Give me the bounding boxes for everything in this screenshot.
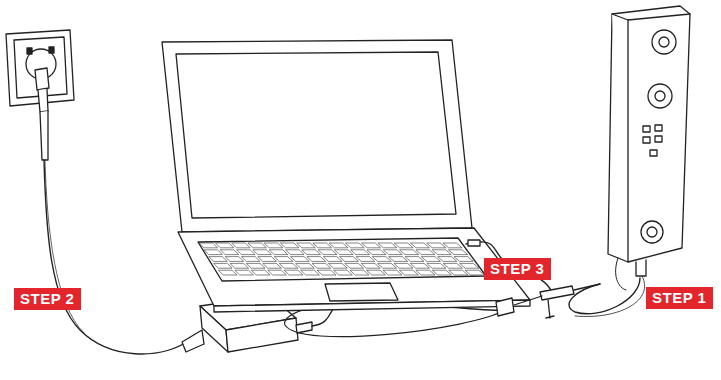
key [444,263,463,268]
key [454,257,473,262]
key [237,250,255,255]
key [324,257,342,262]
key [330,243,348,248]
key [400,250,419,255]
key [350,270,369,275]
key [219,270,237,275]
step-text: STEP 1 [652,289,707,307]
mains-cable [44,160,190,354]
key [232,243,250,248]
key [270,250,288,255]
key [378,243,397,248]
key [438,257,457,262]
key [317,270,335,275]
key [378,263,397,268]
key [466,270,485,275]
key [405,257,424,262]
key [258,257,276,262]
key [449,270,468,275]
key [395,243,414,248]
key [216,243,234,248]
laptop [162,40,530,312]
key [400,270,419,275]
key [268,270,286,275]
key [362,243,380,248]
key [443,243,462,248]
key [334,270,352,275]
key [340,257,358,262]
step-text: STEP 3 [490,260,545,278]
key [389,257,408,262]
key [281,243,299,248]
key [253,250,271,255]
key [221,250,239,255]
key [285,270,303,275]
step-label: STEP 2 [14,288,81,310]
key [226,257,244,262]
key [433,250,452,255]
key [416,270,435,275]
step-label: STEP 1 [646,287,713,309]
key [200,243,218,248]
key [301,270,319,275]
key [427,263,446,268]
key [209,257,227,262]
key [312,263,330,268]
key [449,250,468,255]
key [367,250,386,255]
key [302,250,320,255]
step-text: STEP 2 [20,290,75,308]
key [230,263,248,268]
key [252,270,270,275]
handheld-device [608,6,690,290]
key [235,270,253,275]
key [307,257,325,262]
key [204,250,222,255]
key [247,263,265,268]
key [460,263,479,268]
key [286,250,304,255]
key [346,243,364,248]
key [318,250,336,255]
key [383,270,402,275]
key [296,263,314,268]
key [280,263,298,268]
key [427,243,446,248]
key [242,257,260,262]
key [263,263,281,268]
key [411,263,430,268]
key [313,243,331,248]
wall-outlet [6,30,74,160]
key [297,243,315,248]
key [265,243,283,248]
key [416,250,435,255]
key [384,250,403,255]
key [275,257,293,262]
key [422,257,441,262]
step-label: STEP 3 [484,258,551,280]
key [291,257,309,262]
key [394,263,413,268]
key [351,250,369,255]
key [329,263,347,268]
key [367,270,386,275]
key [373,257,392,262]
usb-cable [466,242,552,292]
key [362,263,381,268]
key [356,257,375,262]
key [214,263,232,268]
key [335,250,353,255]
key [345,263,363,268]
key [248,243,266,248]
device-cable [569,278,640,314]
key [411,243,430,248]
key [433,270,452,275]
